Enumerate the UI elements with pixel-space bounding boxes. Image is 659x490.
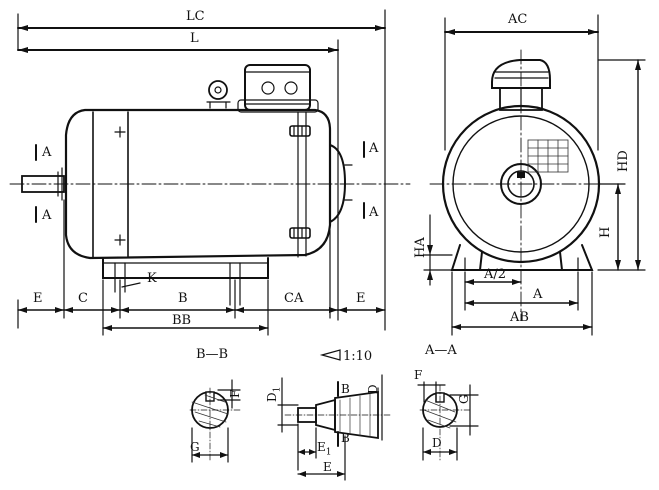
section-b-b-graphic — [189, 379, 241, 463]
dim-label-b: B — [178, 291, 188, 306]
front-view-motor — [423, 14, 646, 336]
section-a-a-title: A—A — [425, 343, 457, 358]
side-view-motor — [9, 9, 411, 336]
section-b-b-label-f: F — [228, 389, 242, 398]
section-a-a-label-d: D — [432, 436, 442, 450]
section-a-a-label-f: F — [414, 368, 423, 382]
shaft-label-d: D — [366, 384, 380, 394]
shaft-section-marker-b-bottom: B — [341, 431, 350, 445]
dim-label-ha: HA — [413, 237, 428, 258]
dim-label-e-right: E — [356, 291, 366, 306]
section-a-a-graphic — [417, 381, 479, 461]
dim-label-l: L — [190, 31, 199, 46]
dim-label-ca: CA — [284, 291, 304, 306]
section-a-a-label-g: G — [457, 394, 471, 404]
shaft-taper-ratio: 1:10 — [343, 349, 373, 364]
dim-label-ac: AC — [508, 12, 528, 27]
dim-label-e-left: E — [33, 291, 43, 306]
dim-label-ab: AB — [510, 310, 529, 325]
dim-label-h: H — [598, 226, 613, 238]
dim-label-bb: BB — [172, 313, 192, 328]
section-marker-a-right-bottom: A — [369, 205, 379, 220]
dim-label-c: C — [78, 291, 88, 306]
shaft-section-marker-b-top: B — [341, 382, 350, 396]
dim-label-lc: LC — [186, 9, 205, 24]
section-b-b-label-g: G — [190, 440, 200, 454]
section-marker-a-left-bottom: A — [42, 208, 52, 223]
shaft-taper-graphic — [277, 349, 391, 481]
dim-label-a-half: A/2 — [484, 267, 507, 282]
dim-label-a: A — [533, 287, 543, 302]
section-marker-a-right-top: A — [369, 141, 379, 156]
dim-label-hd: HD — [616, 150, 631, 172]
shaft-label-e: E — [323, 460, 332, 474]
dim-label-k: K — [147, 271, 157, 286]
section-b-b-title: B—B — [196, 347, 229, 362]
shaft-label-e1: E1 — [317, 440, 332, 458]
shaft-label-d1: D1 — [265, 386, 283, 402]
section-marker-a-left-top: A — [42, 145, 52, 160]
